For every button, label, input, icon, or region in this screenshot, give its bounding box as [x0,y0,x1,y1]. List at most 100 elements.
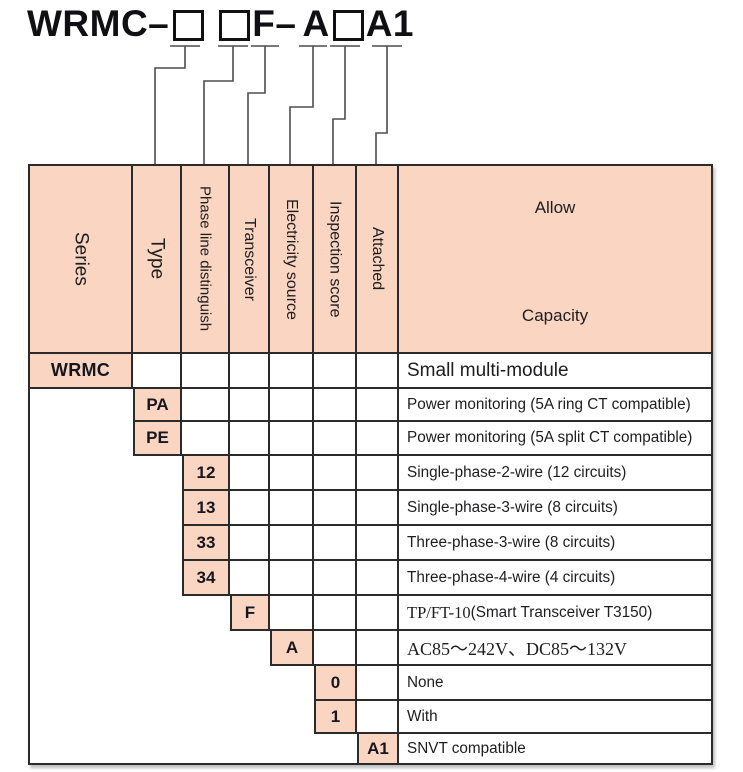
column-header-inspection: Inspection score [314,166,357,354]
empty-cell [357,491,399,526]
merged-blank-cell [30,734,357,763]
description-segment: Single-phase-3-wire (8 circuits) [407,498,618,516]
code-cell-A1: A1 [357,734,399,763]
empty-cell [230,561,270,596]
empty-cell [314,526,357,561]
empty-cell [270,491,314,526]
model-code-attached: A1 [365,3,414,44]
description-cell: Single-phase-3-wire (8 circuits) [399,491,711,526]
empty-cell [270,596,314,631]
model-code-electricity: A [302,3,330,44]
model-code-title: WRMC– F– A A1 [27,4,414,44]
description-segment: Three-phase-4-wire (4 circuits) [407,568,616,586]
merged-blank-cell [30,666,314,701]
code-cell-34: 34 [182,561,230,596]
code-cell-PA: PA [133,389,182,422]
column-header-type: Type [133,166,182,354]
code-cell-13: 13 [182,491,230,526]
description-cell: With [399,701,711,734]
connector-attached [372,45,402,164]
empty-cell [314,491,357,526]
empty-cell [357,422,399,456]
empty-cell [314,456,357,491]
description-segment: (Smart Transceiver T3150) [470,603,653,621]
description-segment: Power monitoring (5A ring CT compatible) [407,395,691,413]
empty-cell [314,631,357,666]
empty-cell [270,456,314,491]
code-cell-33: 33 [182,526,230,561]
merged-blank-cell [30,422,133,456]
description-cell: Single-phase-2-wire (12 circuits) [399,456,711,491]
merged-blank-cell [30,701,314,734]
empty-cell [357,526,399,561]
code-cell-F: F [230,596,270,631]
merged-blank-cell [30,491,182,526]
description-serif-segment: TP/FT-10 [407,602,471,622]
empty-cell [230,422,270,456]
empty-cell [314,596,357,631]
merged-blank-cell [30,456,182,491]
description-cell: SNVT compatible [399,734,711,763]
empty-cell [357,631,399,666]
description-serif-segment: AC85～242V、DC85～132V [407,638,628,659]
connector-electricity [289,45,327,164]
description-segment: Single-phase-2-wire (12 circuits) [407,463,627,481]
description-segment: Three-phase-3-wire (8 circuits) [407,533,616,551]
empty-cell [182,422,230,456]
empty-cell [270,389,314,422]
empty-cell [270,526,314,561]
placeholder-box-phase [219,10,251,41]
empty-cell [357,456,399,491]
empty-cell [182,389,230,422]
empty-cell [230,526,270,561]
empty-cell [314,561,357,596]
empty-cell [357,596,399,631]
empty-cell [357,666,399,701]
empty-cell [270,422,314,456]
merged-blank-cell [30,631,270,666]
connector-phase [203,45,248,164]
description-segment: Small multi-module [407,359,569,381]
empty-cell [357,701,399,734]
code-cell-PE: PE [133,422,182,456]
empty-cell [357,354,399,389]
empty-cell [133,354,182,389]
column-header-attached: Attached [357,166,399,354]
description-segment: SNVT compatible [407,739,526,757]
description-segment: None [407,673,444,691]
code-cell-WRMC: WRMC [30,354,133,389]
description-cell: Power monitoring (5A split CT compatible… [399,422,711,456]
capacity-header-top: Allow [534,198,576,217]
empty-cell [357,389,399,422]
description-cell: Three-phase-4-wire (4 circuits) [399,561,711,596]
column-header-capacity: Allow Capacity [399,166,711,354]
column-header-transceiver: Transceiver [230,166,270,354]
connector-transceiver [247,45,279,164]
column-header-electricity: Electricity source [270,166,314,354]
empty-cell [357,561,399,596]
description-cell: Small multi-module [399,354,711,389]
code-cell-1: 1 [314,701,357,734]
empty-cell [314,354,357,389]
description-cell: AC85～242V、DC85～132V [399,631,711,666]
model-code-transceiver: F– [252,3,297,44]
placeholder-box-inspection [332,10,364,41]
connector-inspection [330,45,360,164]
merged-blank-cell [30,596,230,631]
code-cell-0: 0 [314,666,357,701]
empty-cell [314,389,357,422]
empty-cell [314,422,357,456]
capacity-header-bottom: Capacity [521,306,589,325]
spec-table: Series Type Phase line distinguish Trans… [28,164,713,765]
empty-cell [230,491,270,526]
empty-cell [230,354,270,389]
placeholder-box-type [173,10,205,41]
model-code-prefix: WRMC– [27,3,170,44]
merged-blank-cell [30,526,182,561]
column-header-phase: Phase line distinguish [182,166,230,354]
description-cell: None [399,666,711,701]
description-cell: TP/FT-10 (Smart Transceiver T3150) [399,596,711,631]
description-segment: With [407,707,438,725]
description-cell: Three-phase-3-wire (8 circuits) [399,526,711,561]
